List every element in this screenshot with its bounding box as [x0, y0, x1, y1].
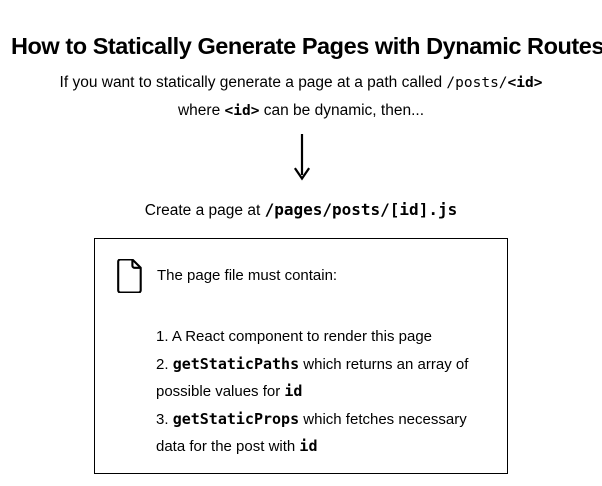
intro-line-2: where <id> can be dynamic, then... [0, 97, 602, 125]
document-file-icon [117, 259, 142, 293]
panel-heading-row: The page file must contain: [115, 259, 337, 293]
create-page-caption: Create a page at /pages/posts/[id].js [0, 198, 602, 223]
list-item-text: A React component to render this page [168, 328, 433, 345]
list-item: 2. getStaticPaths which returns an array… [156, 351, 496, 406]
list-item-number: 3. [156, 410, 169, 428]
intro-line-2-prefix: where [177, 102, 225, 119]
list-item-number: 1. [156, 328, 169, 345]
panel-heading-text: The page file must contain: [157, 267, 338, 284]
id-token-code: <id> [507, 75, 543, 91]
list-item: 1. A React component to render this page [156, 324, 496, 351]
id-code: id [284, 382, 303, 400]
get-static-paths-code: getStaticPaths [172, 354, 300, 373]
requirements-list: 1. A React component to render this page… [156, 324, 496, 461]
list-item-number: 2. [156, 355, 169, 373]
intro-line-1-prefix: If you want to statically generate a pag… [59, 74, 447, 91]
page-title: How to Statically Generate Pages with Dy… [11, 32, 602, 59]
intro-paragraph: If you want to statically generate a pag… [0, 69, 602, 125]
list-item: 3. getStaticProps which fetches necessar… [156, 406, 496, 461]
page-file-path-code: /pages/posts/[id].js [264, 200, 458, 219]
get-static-props-code: getStaticProps [172, 409, 300, 428]
id-code-2: id [299, 437, 318, 455]
caption-prefix: Create a page at [144, 202, 265, 219]
list-item-text: which returns an array of possible value… [156, 355, 469, 401]
posts-path-code: /posts/ [446, 75, 508, 91]
list-item-text: which fetches necessary data for the pos… [156, 410, 467, 456]
intro-line-2-suffix: can be dynamic, then... [259, 102, 425, 119]
page-file-panel: The page file must contain: 1. A React c… [94, 238, 508, 474]
arrow-down-icon [293, 134, 311, 181]
intro-line-1: If you want to statically generate a pag… [0, 69, 602, 97]
id-token-code-2: <id> [224, 103, 260, 119]
